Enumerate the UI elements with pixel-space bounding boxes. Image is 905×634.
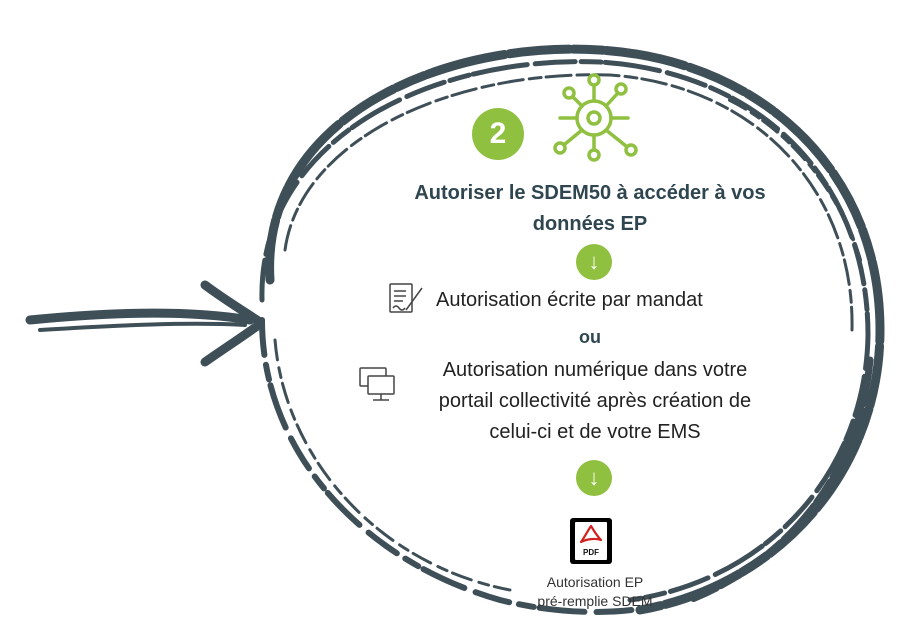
mandate-option-text: Autorisation écrite par mandat	[436, 289, 703, 311]
pdf-file-icon: PDF	[570, 518, 612, 564]
digital-option-text: Autorisation numérique dans votre portai…	[395, 355, 795, 448]
pdf-caption-line-1: Autorisation EP	[546, 574, 644, 590]
pdf-page: PDF	[575, 522, 607, 560]
step-number-badge: 2	[472, 108, 524, 160]
incoming-arrow	[25, 280, 265, 367]
or-separator: ou	[579, 327, 601, 347]
down-arrow-icon: ↓	[576, 244, 612, 280]
down-arrow-icon-2: ↓	[576, 460, 612, 496]
digital-option-line-3: celui-ci et de votre EMS	[489, 421, 701, 443]
step-title: Autoriser le SDEM50 à accéder à vos donn…	[340, 178, 840, 240]
computer-screens-icon	[359, 367, 395, 401]
pdf-label: PDF	[583, 548, 599, 557]
digital-option-line-2: portail collectivité après création de	[438, 390, 752, 412]
pdf-acrobat-mark	[579, 524, 603, 544]
pdf-caption: Autorisation EP pré-remplie SDEM	[500, 573, 690, 611]
step-title-line-2: données EP	[532, 213, 648, 235]
signed-document-icon	[389, 283, 423, 313]
digital-option-line-1: Autorisation numérique dans votre	[442, 359, 748, 381]
brush-circle	[259, 44, 885, 615]
network-hub-icon	[553, 73, 638, 162]
step-title-line-1: Autoriser le SDEM50 à accéder à vos	[414, 182, 766, 204]
pdf-caption-line-2: pré-remplie SDEM	[537, 593, 653, 609]
